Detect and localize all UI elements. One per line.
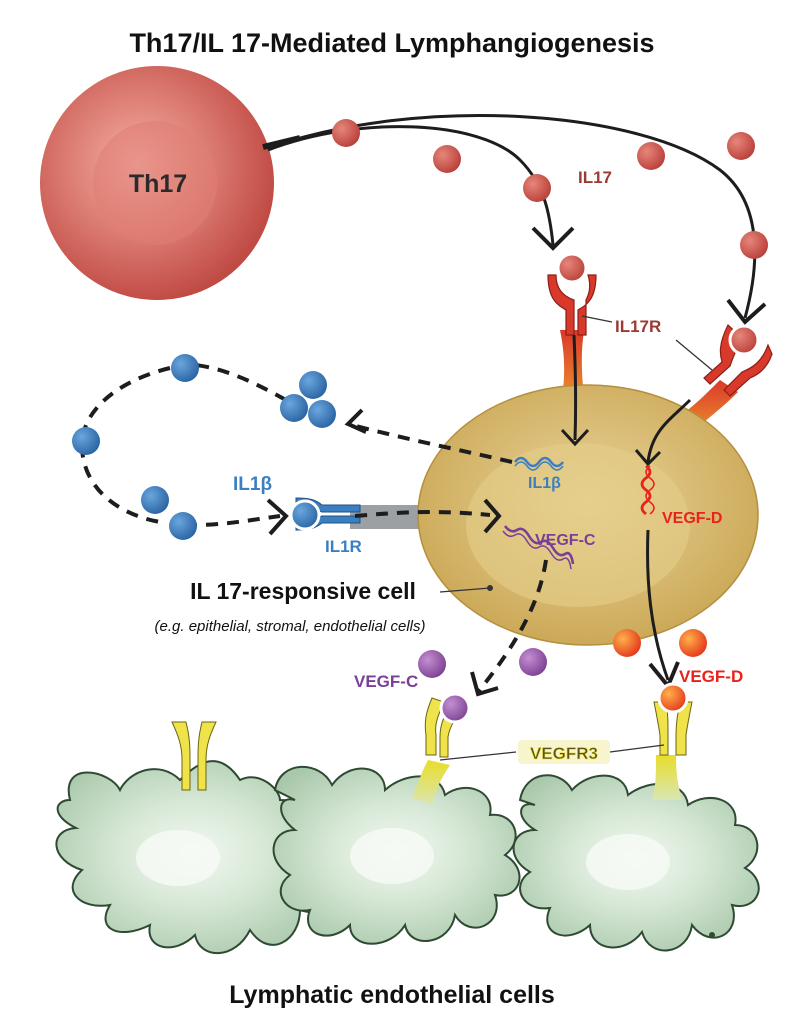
dashed-arrowheads	[266, 408, 502, 697]
vegfr3-receptor-right	[652, 682, 693, 800]
il17r-pointer-lines	[581, 315, 713, 371]
il17r-receptor-left	[547, 252, 597, 336]
il17-responsive-cell	[350, 330, 759, 646]
il1r-receptor	[289, 497, 361, 531]
il1b-cytokines	[72, 354, 336, 540]
il17r-label: IL17R	[615, 317, 661, 336]
vegfr3-label: VEGFR3	[530, 744, 598, 763]
th17-cell: Th17	[40, 66, 274, 300]
il1b-mrna-label: IL1β	[528, 475, 561, 492]
responsive-cell-examples: (e.g. epithelial, stromal, endothelial c…	[155, 618, 426, 635]
il1b-label: IL1β	[233, 474, 272, 495]
vegfr3-receptor-left	[171, 721, 217, 791]
il17r-receptor-right	[703, 324, 773, 397]
vegfc-ligand-label: VEGF-C	[354, 672, 418, 691]
vegfd-mrna	[640, 464, 655, 516]
th17-label: Th17	[129, 170, 187, 198]
lymphatic-endothelial-cells	[55, 760, 760, 955]
vegfc-ligands	[418, 648, 547, 678]
vegfd-ligand-label: VEGF-D	[679, 667, 743, 686]
vegfc-mrna-label: VEGF-C	[535, 532, 596, 549]
signaling-arrows	[560, 334, 692, 467]
lymphatic-cells-label: Lymphatic endothelial cells	[229, 981, 555, 1009]
diagram-title: Th17/IL 17-Mediated Lymphangiogenesis	[129, 28, 654, 58]
responsive-cell-label: IL 17-responsive cell	[190, 578, 416, 604]
vegfr3-pointer-lines	[439, 744, 665, 761]
vegfr3-receptor-middle	[412, 692, 471, 805]
vegfc-mrna	[502, 525, 575, 570]
il17-cytokines	[332, 119, 768, 259]
il1b-mrna	[514, 456, 564, 471]
il1r-label: IL1R	[325, 537, 362, 556]
vegfr3-label-bg	[518, 740, 610, 764]
responsive-cell-pointer-dot	[487, 585, 493, 591]
responsive-cell-pointer	[439, 587, 491, 593]
il17-label: IL17	[578, 168, 612, 187]
vegfd-mrna-label: VEGF-D	[662, 510, 722, 527]
il17-secretion-arrows	[262, 114, 767, 325]
vegfd-ligands	[613, 629, 707, 657]
